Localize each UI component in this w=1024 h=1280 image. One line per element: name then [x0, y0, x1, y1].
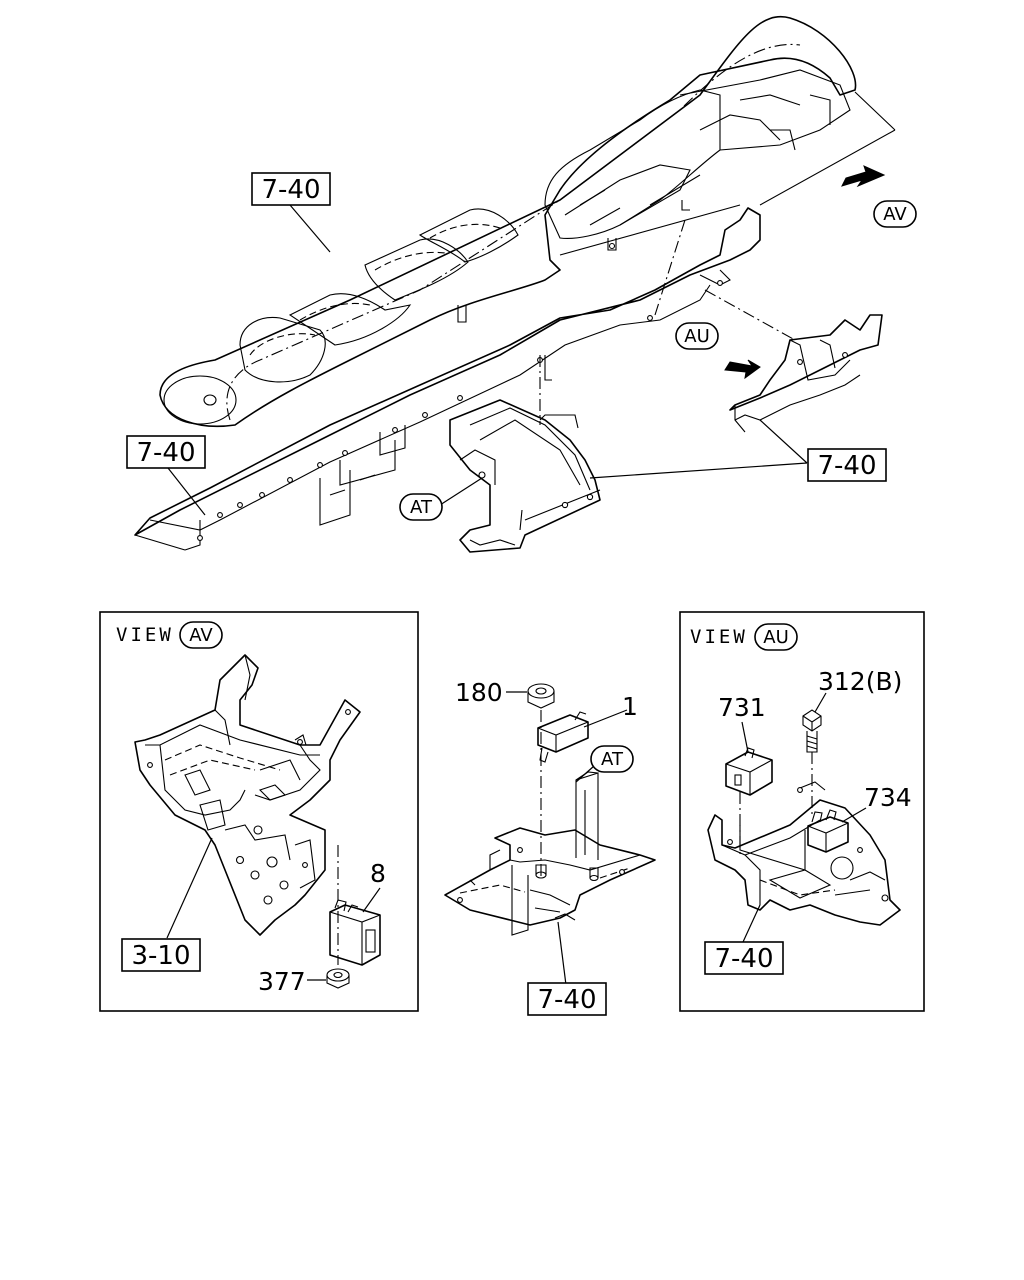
instrument-panel-assembly — [134, 15, 896, 553]
part-8-relay — [329, 899, 381, 966]
svg-text:AU: AU — [684, 326, 710, 347]
svg-text:7-40: 7-40 — [537, 985, 596, 1015]
label-part-377: 377 — [258, 967, 306, 996]
svg-text:7-40: 7-40 — [261, 175, 320, 205]
svg-text:7-40: 7-40 — [714, 944, 773, 974]
svg-text:7-40: 7-40 — [817, 451, 876, 481]
svg-text:VIEW: VIEW — [116, 624, 174, 646]
svg-text:VIEW: VIEW — [690, 626, 748, 648]
label-part-180: 180 — [455, 678, 503, 707]
arrow-au-icon — [724, 359, 761, 380]
label-part-734: 734 — [864, 783, 912, 812]
svg-text:7-40: 7-40 — [136, 438, 195, 468]
label-part-312-b: 312(B) — [818, 667, 902, 696]
ref-7-40-center: 7-40 — [527, 982, 607, 1016]
arrow-av-icon — [841, 165, 886, 188]
view-av-panel: VIEW AV — [99, 611, 419, 1012]
part-1-module — [537, 711, 589, 763]
callout-au: AU — [675, 322, 719, 350]
ref-7-40-left: 7-40 — [126, 435, 206, 469]
svg-text:AV: AV — [883, 204, 907, 225]
ref-7-40-right: 7-40 — [807, 448, 887, 482]
part-377-nut — [326, 968, 350, 989]
label-part-1: 1 — [622, 692, 638, 721]
label-part-8: 8 — [370, 859, 386, 888]
ref-7-40-top: 7-40 — [251, 172, 331, 206]
callout-at: AT — [399, 493, 443, 521]
view-au-panel: VIEW AU — [679, 611, 925, 1012]
svg-text:AV: AV — [189, 625, 213, 646]
svg-text:AT: AT — [601, 749, 624, 770]
part-734-relay — [807, 809, 849, 853]
part-731-module — [725, 747, 773, 796]
callout-av: AV — [873, 200, 917, 228]
label-part-731: 731 — [718, 693, 766, 722]
center-detail-at — [444, 683, 656, 986]
svg-text:AT: AT — [410, 497, 433, 518]
beam-holes — [197, 357, 543, 541]
part-312-bolt — [802, 709, 822, 753]
callout-at-center: AT — [590, 745, 634, 773]
ref-3-10: 3-10 — [121, 938, 201, 972]
part-180-nut — [527, 683, 555, 709]
ref-7-40-au: 7-40 — [704, 941, 784, 975]
svg-text:3-10: 3-10 — [131, 941, 190, 971]
svg-text:AU: AU — [763, 627, 789, 648]
